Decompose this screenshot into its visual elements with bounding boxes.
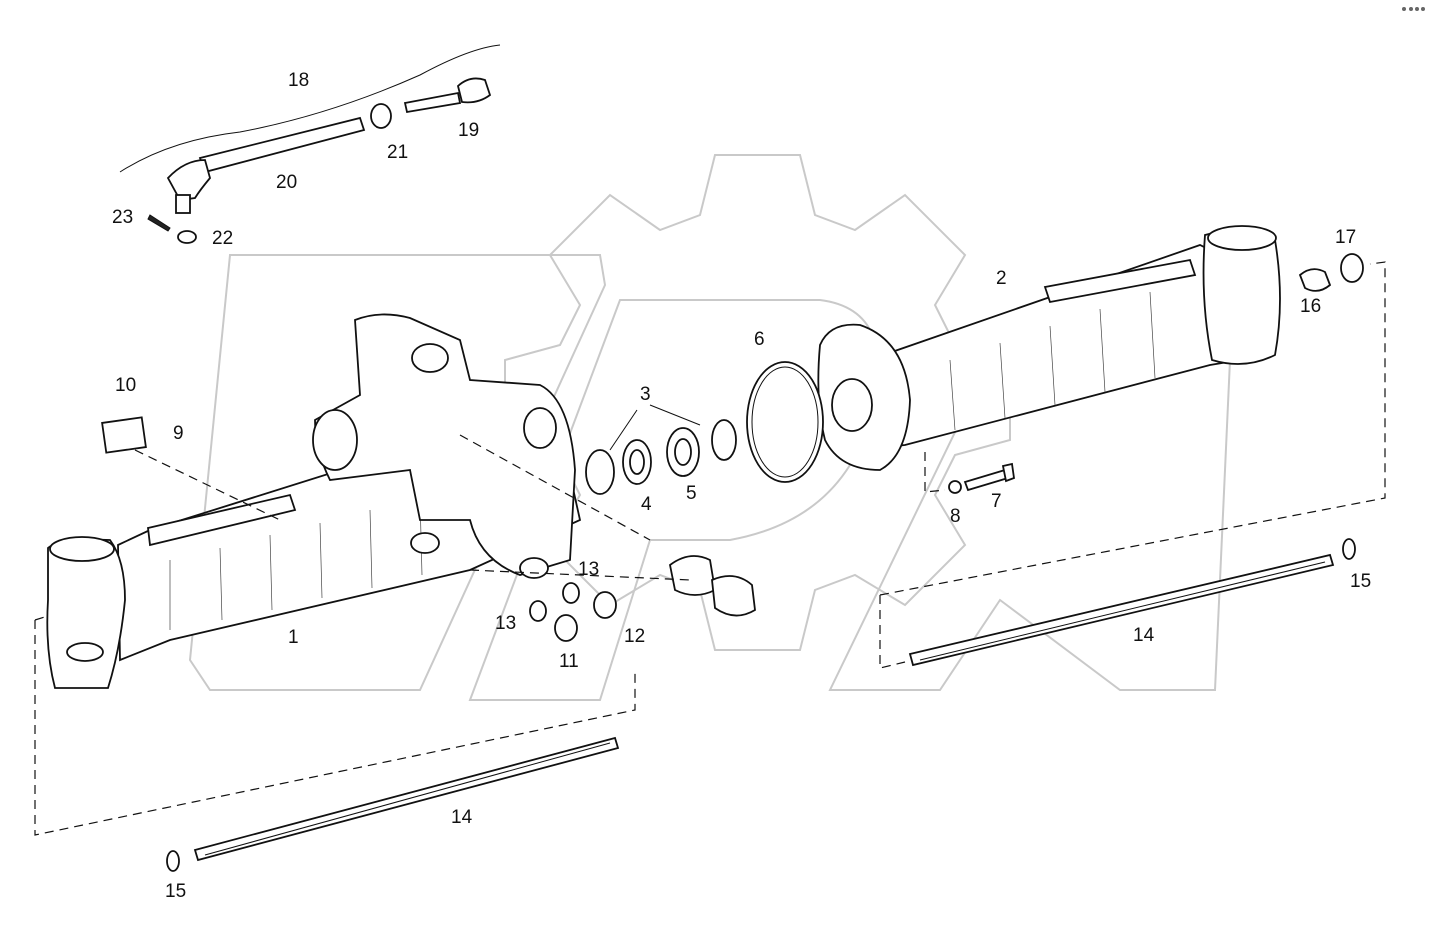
tie-rod-assembly [119,44,501,244]
part-labels: 18 19 20 21 22 23 10 9 1 3 4 5 6 7 8 2 1… [112,70,1371,902]
label-18: 18 [288,70,309,91]
snap-ring-15a [1342,538,1356,560]
label-3: 3 [640,384,651,405]
snap-ring-15b [166,850,180,872]
label-13-lower: 13 [495,613,516,634]
steering-knuckle [46,538,126,689]
shim-ring-2 [711,419,737,461]
tie-rod-stud [175,194,191,214]
castle-nut [177,230,197,244]
label-19: 19 [458,120,479,141]
bushing-16 [1298,268,1332,292]
tie-rod-curve [119,44,501,173]
label-4: 4 [641,494,652,515]
label-7: 7 [991,491,1002,512]
label-2: 2 [996,268,1007,289]
threaded-rod [403,91,462,114]
clamp-ring [370,103,392,129]
label-14-right: 14 [1133,625,1155,646]
label-5: 5 [686,483,697,504]
label-21: 21 [387,142,408,163]
bushing-a [669,555,716,596]
bolt-7 [963,468,1010,492]
tie-rod-end-left [166,159,211,201]
plate-part-10 [101,416,147,454]
left-axle-housing [46,313,582,689]
label-15-right: 15 [1350,571,1371,592]
tie-rod-end-right [456,77,492,104]
label-16: 16 [1300,296,1321,317]
shaft-right [908,553,1335,667]
cotter-pin [147,214,171,232]
label-1: 1 [288,627,299,648]
label-9: 9 [173,423,184,444]
label-22: 22 [212,228,233,249]
small-parts [529,253,1364,642]
bushing-b [711,575,756,617]
label-14-left: 14 [451,807,473,828]
label-15-left: 15 [165,881,186,902]
housing-pad [147,493,297,547]
shim-ring [585,449,615,495]
label-13-upper: 13 [578,559,599,580]
o-ring-6 [746,361,824,483]
label-12: 12 [624,626,645,647]
steering-knuckle-right [1202,230,1281,365]
o-ring-13a [562,582,580,604]
axle-shafts [166,538,1356,872]
tie-rod-tube [198,116,366,174]
label-6: 6 [754,329,765,350]
label-11: 11 [559,651,579,672]
seal-17 [1340,253,1364,283]
more-dots-icon [1402,7,1425,11]
right-axle-housing [817,225,1281,471]
plug-11 [554,614,578,642]
leader-lines [34,261,1386,836]
o-ring-13b [529,600,547,622]
housing-pad-right [1043,258,1197,304]
label-10: 10 [115,375,136,396]
washer-8 [948,480,962,494]
label-17: 17 [1335,227,1356,248]
label-23: 23 [112,207,133,228]
plug-12 [593,591,617,619]
label-8: 8 [950,506,961,527]
label-20: 20 [276,172,297,193]
